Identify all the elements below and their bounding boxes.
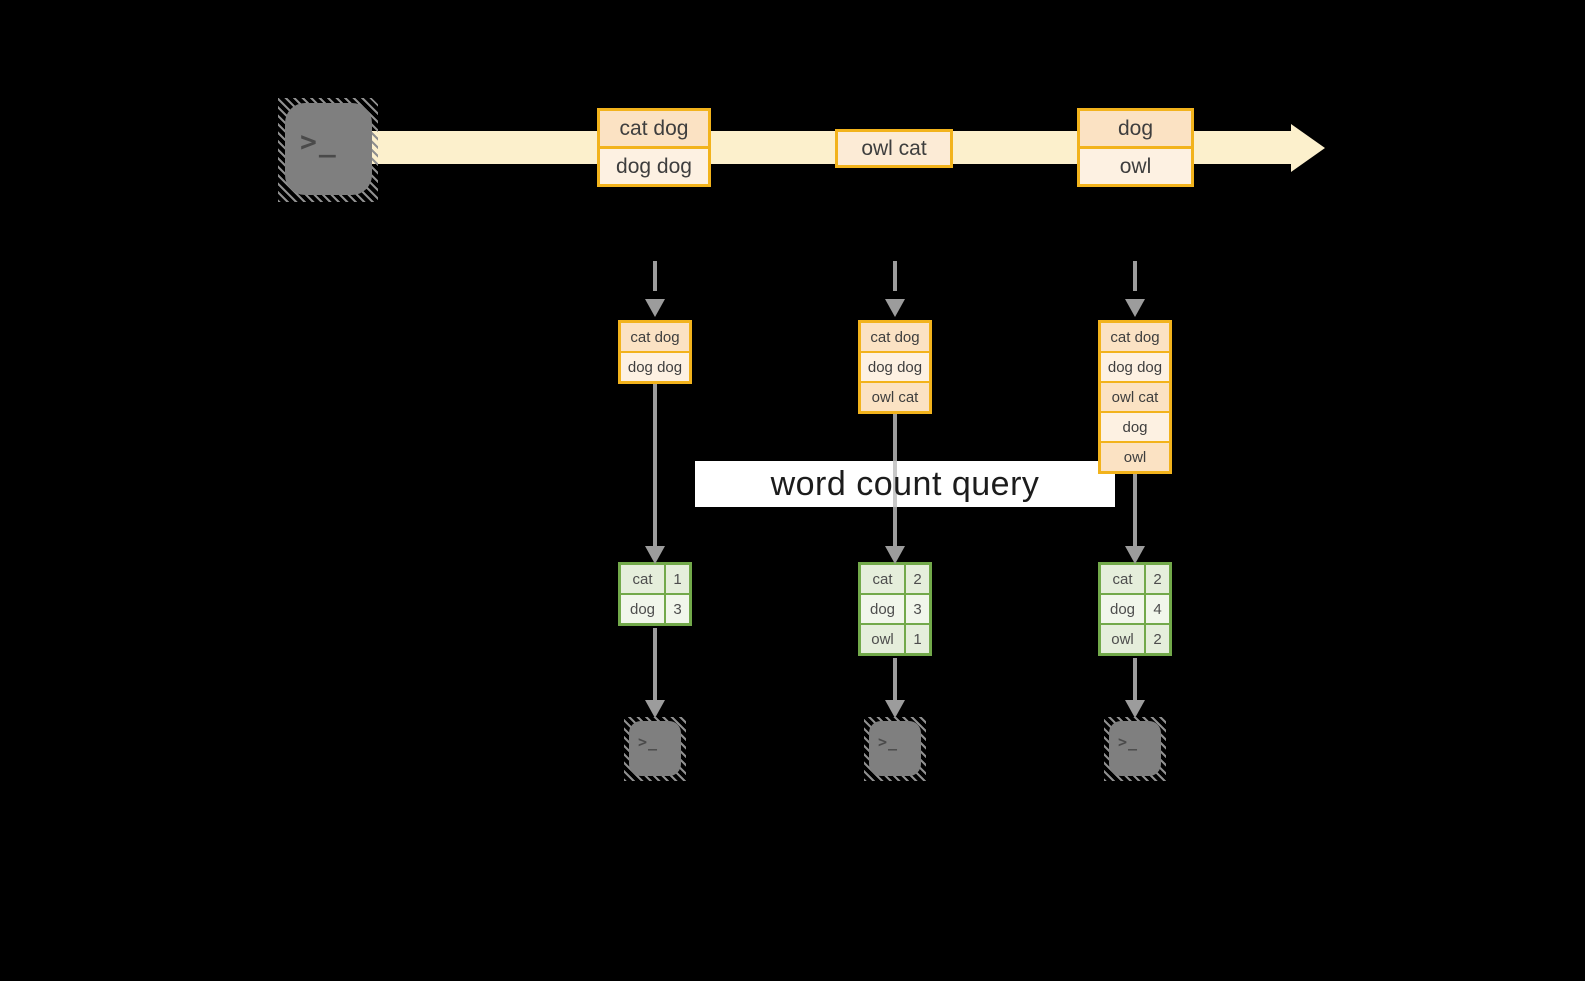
terminal-prompt-icon: >_ [878, 733, 899, 751]
arrowhead-icon [1125, 546, 1145, 564]
count-row: owl 2 [1101, 625, 1169, 653]
stack-item: dog dog [861, 353, 929, 381]
count-row: owl 1 [861, 625, 929, 653]
batch-to-stack-arrow [893, 261, 897, 291]
arrowhead-icon [1125, 299, 1145, 317]
stack-item: owl cat [861, 383, 929, 411]
word-cell: owl [1101, 625, 1144, 653]
query-banner [695, 461, 1115, 507]
word-cell: dog [621, 595, 664, 623]
batch-item: owl [1080, 149, 1191, 184]
terminal-prompt-icon: >_ [300, 125, 338, 158]
terminal-body: >_ [285, 103, 372, 195]
count-row: cat 1 [621, 565, 689, 593]
arrowhead-icon [645, 700, 665, 718]
stack-item: owl [1101, 443, 1169, 471]
batch-item: owl cat [838, 132, 950, 165]
count-row: dog 3 [861, 595, 929, 623]
word-cell: dog [1101, 595, 1144, 623]
terminal-prompt-icon: >_ [1118, 733, 1139, 751]
stack-item: dog [1101, 413, 1169, 441]
stream-timeline-arrowhead-icon [1291, 124, 1325, 172]
terminal-body: >_ [629, 721, 681, 776]
wordcount-table-2: cat 2 dog 3 owl 1 [858, 562, 932, 656]
terminal-body: >_ [869, 721, 921, 776]
count-cell: 2 [906, 565, 929, 593]
output-terminal-icon: >_ [1104, 717, 1166, 781]
batch-item: dog [1080, 111, 1191, 146]
arrowhead-icon [885, 299, 905, 317]
terminal-body: >_ [1109, 721, 1161, 776]
word-cell: cat [1101, 565, 1144, 593]
count-cell: 2 [1146, 565, 1169, 593]
query-flow-arrow [1133, 472, 1137, 546]
batch-to-stack-arrow [653, 261, 657, 291]
batch-box-2: owl cat [835, 129, 953, 168]
stack-item: dog dog [1101, 353, 1169, 381]
result-flow-arrow [1133, 658, 1137, 702]
microbatch-stack-1: cat dog dog dog [618, 320, 692, 384]
result-flow-arrow [653, 628, 657, 702]
count-row: cat 2 [861, 565, 929, 593]
output-terminal-icon: >_ [864, 717, 926, 781]
arrowhead-icon [885, 546, 905, 564]
stack-item: cat dog [1101, 323, 1169, 351]
arrowhead-icon [885, 700, 905, 718]
microbatch-stack-2: cat dog dog dog owl cat [858, 320, 932, 414]
word-cell: owl [861, 625, 904, 653]
microbatch-stack-3: cat dog dog dog owl cat dog owl [1098, 320, 1172, 474]
output-terminal-icon: >_ [624, 717, 686, 781]
count-row: dog 3 [621, 595, 689, 623]
stack-item: cat dog [861, 323, 929, 351]
batch-box-1: cat dog dog dog [597, 108, 711, 187]
batch-item: dog dog [600, 149, 708, 184]
arrowhead-icon [645, 299, 665, 317]
result-flow-arrow [893, 658, 897, 702]
query-flow-arrow [653, 383, 657, 546]
count-cell: 2 [1146, 625, 1169, 653]
arrowhead-icon [645, 546, 665, 564]
batch-item: cat dog [600, 111, 708, 146]
batch-box-3: dog owl [1077, 108, 1194, 187]
batch-to-stack-arrow [1133, 261, 1137, 291]
source-terminal-icon: >_ [278, 98, 378, 202]
stack-item: dog dog [621, 353, 689, 381]
word-cell: cat [621, 565, 664, 593]
count-cell: 1 [906, 625, 929, 653]
word-cell: cat [861, 565, 904, 593]
count-row: cat 2 [1101, 565, 1169, 593]
stack-item: cat dog [621, 323, 689, 351]
query-flow-arrow [893, 412, 897, 546]
word-cell: dog [861, 595, 904, 623]
arrowhead-icon [1125, 700, 1145, 718]
count-cell: 3 [666, 595, 689, 623]
query-banner-label: word count query [770, 465, 1040, 503]
count-cell: 3 [906, 595, 929, 623]
count-row: dog 4 [1101, 595, 1169, 623]
count-cell: 4 [1146, 595, 1169, 623]
wordcount-table-1: cat 1 dog 3 [618, 562, 692, 626]
count-cell: 1 [666, 565, 689, 593]
wordcount-table-3: cat 2 dog 4 owl 2 [1098, 562, 1172, 656]
stack-item: owl cat [1101, 383, 1169, 411]
terminal-prompt-icon: >_ [638, 733, 659, 751]
query-flow-arrow-overlap [893, 461, 897, 507]
